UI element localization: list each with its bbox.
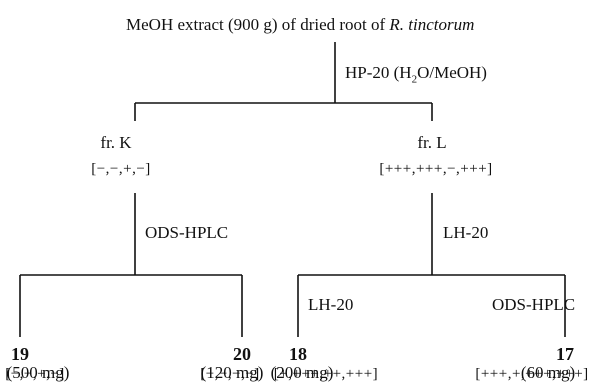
compound-19-activity: [−,−,+,−] <box>5 366 65 382</box>
step-lh20-l-label: LH-20 <box>443 223 489 242</box>
compound-17-activity: [+++,+,+++,+++] <box>475 366 589 382</box>
compound-18-amount: (200 mg) <box>270 363 334 382</box>
compound-18-activity: [+,+++,++,+++] <box>273 366 379 382</box>
step-ods-hplc-sub-label: ODS-HPLC <box>492 295 576 314</box>
compound-19-amount: (500 mg) <box>6 363 70 382</box>
species-name: R. tinctorum <box>389 15 475 34</box>
step-hp20-label: HP-20 (H2O/MeOH) <box>345 63 487 86</box>
compound-17-amount: (60 mg) <box>520 363 576 382</box>
fr-l-label: fr. L <box>417 133 447 152</box>
compound-19-number: 19 <box>11 344 29 364</box>
step-ods-hplc-k-label: ODS-HPLC <box>145 223 229 242</box>
compound-20-activity: [−,−,−,−] <box>200 366 260 382</box>
compound-17-number: 17 <box>556 344 574 364</box>
root-extract-label: MeOH extract (900 g) of dried root of R.… <box>126 15 474 35</box>
fr-k-label: fr. K <box>100 133 132 152</box>
step-lh20-sub-label: LH-20 <box>308 295 354 314</box>
fr-l-activity: [+++,+++,−,+++] <box>379 161 493 177</box>
fr-k-activity: [−,−,+,−] <box>91 161 151 177</box>
compound-20-number: 20 <box>233 344 251 364</box>
compound-20-amount: (120 mg) <box>200 363 264 382</box>
extract-description: MeOH extract (900 g) of dried root of <box>126 15 390 34</box>
compound-18-number: 18 <box>289 344 307 364</box>
